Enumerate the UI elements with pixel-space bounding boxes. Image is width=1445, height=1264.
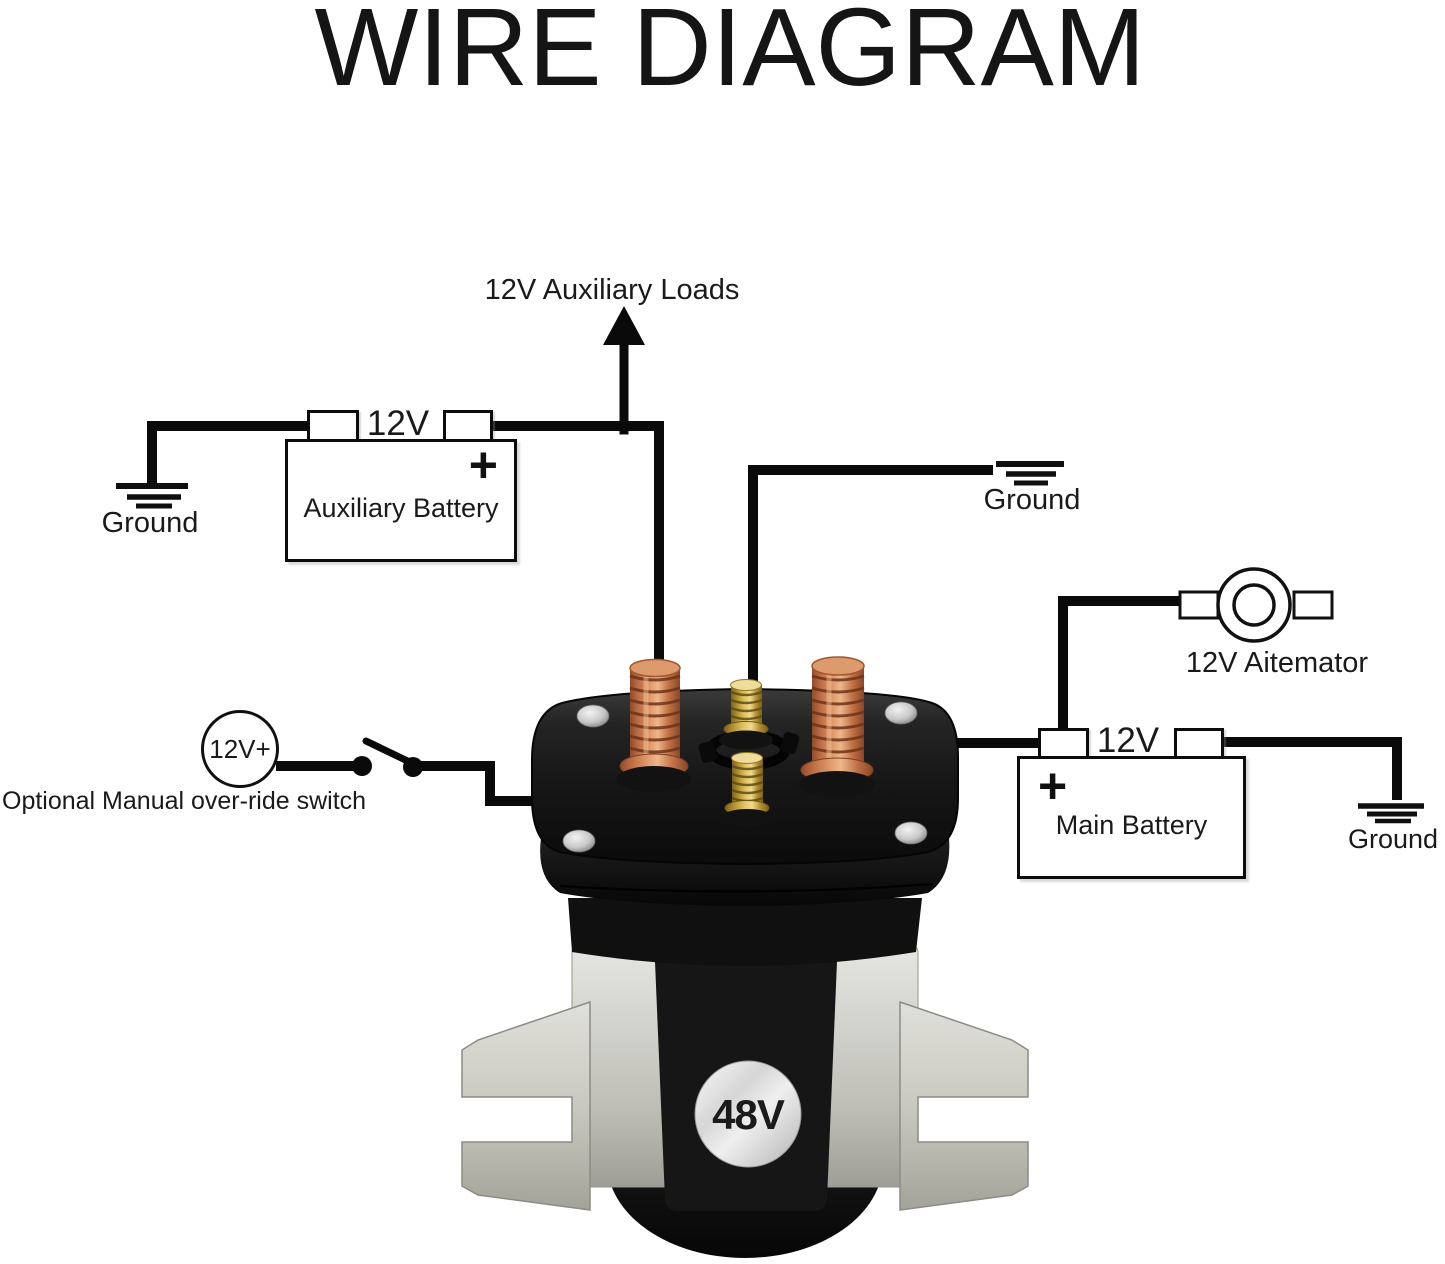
copper-stud-left xyxy=(617,658,691,792)
plate-rivets xyxy=(562,701,928,853)
aux-battery-voltage-label: 12V xyxy=(366,404,430,443)
wire-main-ground xyxy=(1211,737,1402,800)
solenoid-voltage-badge-label: 48V xyxy=(712,1091,785,1138)
wire-aux-battery-to-solenoid xyxy=(480,421,664,680)
aux-battery-name: Auxiliary Battery xyxy=(303,493,499,523)
ground-right-symbol xyxy=(1358,803,1424,824)
ground-left-label: Ground xyxy=(101,507,199,539)
main-battery-polarity: + xyxy=(1038,758,1068,814)
switch-source-circle: 12V+ xyxy=(201,710,279,788)
main-battery-name: Main Battery xyxy=(1055,810,1208,840)
switch-source-label: 12V+ xyxy=(209,733,271,764)
voltage-badge xyxy=(694,1060,802,1168)
alternator-label: 12V Aitemator xyxy=(1185,647,1369,679)
aux-battery-box: + Auxiliary Battery xyxy=(285,439,517,562)
override-switch-symbol xyxy=(352,737,423,777)
brass-stud-top xyxy=(719,679,773,750)
ground-right-label: Ground xyxy=(1347,824,1439,854)
override-switch-label: Optional Manual over-ride switch xyxy=(2,787,367,815)
plate-seam xyxy=(559,882,933,893)
main-battery-box: + Main Battery xyxy=(1017,756,1246,879)
bracket-left-wing xyxy=(461,1000,591,1211)
solenoid-neck xyxy=(568,898,922,966)
ground-middle-label: Ground xyxy=(983,484,1081,516)
switch-contact-left xyxy=(352,756,372,776)
switch-contact-right xyxy=(403,757,423,777)
solenoid-illustration xyxy=(461,656,1029,1258)
bracket-right-wing xyxy=(899,1000,1029,1211)
page-title: WIRE DIAGRAM xyxy=(314,0,1146,109)
copper-stud-right xyxy=(799,656,875,797)
alternator-symbol xyxy=(1178,567,1334,643)
brass-stud-bottom xyxy=(721,752,773,827)
main-battery-voltage-label: 12V xyxy=(1096,721,1160,760)
ground-left-symbol xyxy=(116,483,188,509)
ground-middle-symbol xyxy=(996,461,1064,486)
collar-nub-left xyxy=(698,741,718,763)
collar-nub-right xyxy=(780,732,800,754)
aux-loads-label: 12V Auxiliary Loads xyxy=(484,274,740,306)
wire-alternator xyxy=(1058,596,1183,732)
aux-loads-arrowhead xyxy=(603,306,645,345)
wire-aux-ground xyxy=(147,421,314,485)
aux-battery-polarity: + xyxy=(468,437,498,493)
wire-middle-ground xyxy=(748,465,993,697)
